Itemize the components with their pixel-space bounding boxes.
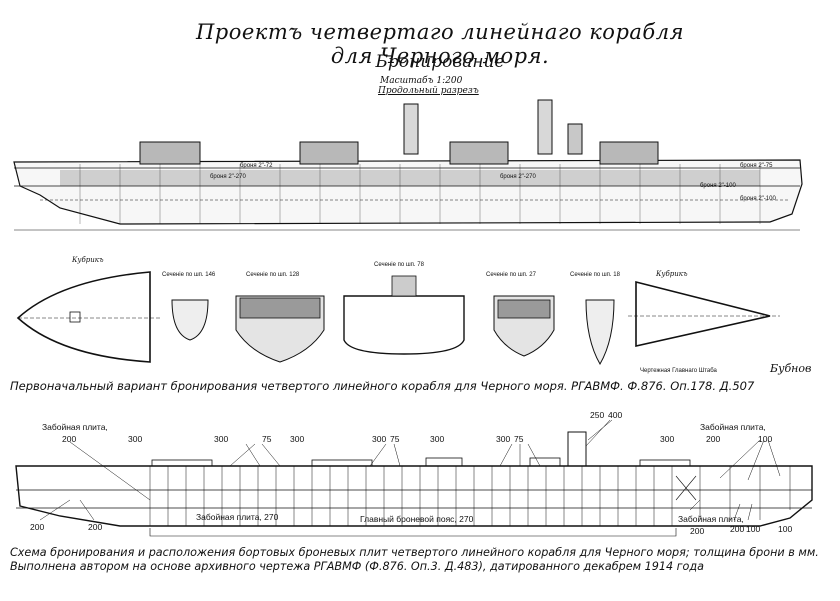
caption-armor-scheme: Схема бронирования и расположения бортов…	[10, 546, 830, 574]
thickness-75-1: 75	[262, 434, 272, 444]
zab-center-label: Забойная плита, 270	[196, 512, 279, 522]
thickness-300-4: 300	[372, 434, 386, 444]
zab-right-label: Забойная плита,	[700, 422, 766, 432]
deck-label-5: броня 2"-100	[700, 183, 736, 189]
main-belt-label: Главный броневой пояс, 270	[360, 514, 474, 524]
drawing-subtitle: Бронирование	[375, 52, 505, 72]
thickness-100-2: 100	[746, 524, 760, 534]
drawing-title: Проектъ четвертаго линейнаго корабля для…	[195, 20, 685, 68]
thickness-100-3: 100	[778, 524, 792, 534]
thickness-200-3: 200	[730, 524, 744, 534]
armor-labels: Забойная плита, 200 300 300 75 300 300 7…	[30, 410, 792, 536]
leader-lines	[39, 419, 781, 521]
deck-armor-labels: броня 2"-72 броня 2"-270 броня 2"-270 бр…	[210, 163, 776, 202]
longitudinal-section	[13, 99, 803, 231]
thickness-300-3: 300	[290, 434, 304, 444]
cross-sections	[171, 275, 615, 365]
section-146-label: Сеченiе по шп. 146	[162, 272, 216, 278]
deck-label-4: броня 2"-75	[740, 163, 773, 169]
deck-label-2: броня 2"-270	[210, 174, 246, 180]
section-78-label: Сеченiе по шп. 78	[374, 262, 425, 268]
thickness-200-2: 200	[88, 522, 102, 532]
stamp-text: Чертежная Главнаго Штаба	[640, 368, 718, 374]
thickness-300-6: 300	[496, 434, 510, 444]
deck-label-3: броня 2"-270	[500, 174, 536, 180]
armor-scheme	[15, 431, 813, 537]
zab-bottom-value: 200	[690, 526, 704, 536]
section-128-label: Сеченiе по шп. 128	[246, 272, 300, 278]
thickness-300-7: 300	[660, 434, 674, 444]
bow-plan	[16, 271, 160, 363]
thickness-300-5: 300	[430, 434, 444, 444]
stern-plan	[628, 280, 780, 347]
thickness-75-3: 75	[514, 434, 524, 444]
section-18-label: Сеченiе по шп. 18	[570, 272, 621, 278]
caption-line-2: Выполнена автором на основе архивного че…	[10, 560, 704, 573]
thickness-200-1: 200	[30, 522, 44, 532]
caption-line-1: Схема бронирования и расположения бортов…	[10, 546, 819, 559]
kubrik-right-label: Кубрикъ	[655, 270, 688, 278]
thickness-300-2: 300	[214, 434, 228, 444]
thickness-100-1: 100	[758, 434, 772, 444]
cross-section-labels: Сеченiе по шп. 146 Сеченiе по шп. 128 Се…	[162, 262, 621, 278]
zab-left-value: 200	[62, 434, 76, 444]
signature: Бубнов	[769, 362, 811, 375]
thickness-250: 250	[590, 410, 604, 420]
kubrik-left-label: Кубрикъ	[71, 256, 104, 264]
drawing-scale: Масштабъ 1:200	[380, 76, 463, 86]
thickness-300-1: 300	[128, 434, 142, 444]
zab-right-value: 200	[706, 434, 720, 444]
section-27-label: Сеченiе по шп. 27	[486, 272, 537, 278]
deck-label-1: броня 2"-72	[240, 163, 273, 169]
zab-left-label: Забойная плита,	[42, 422, 108, 432]
caption-original-scheme: Первоначальный вариант бронирования четв…	[10, 379, 755, 393]
section-label: Продольный разрезъ	[378, 86, 479, 96]
deck-label-6: броня 2"-100	[740, 196, 776, 202]
zab-bottom-label: Забойная плита,	[678, 514, 744, 524]
thickness-400: 400	[608, 410, 622, 420]
thickness-75-2: 75	[390, 434, 400, 444]
